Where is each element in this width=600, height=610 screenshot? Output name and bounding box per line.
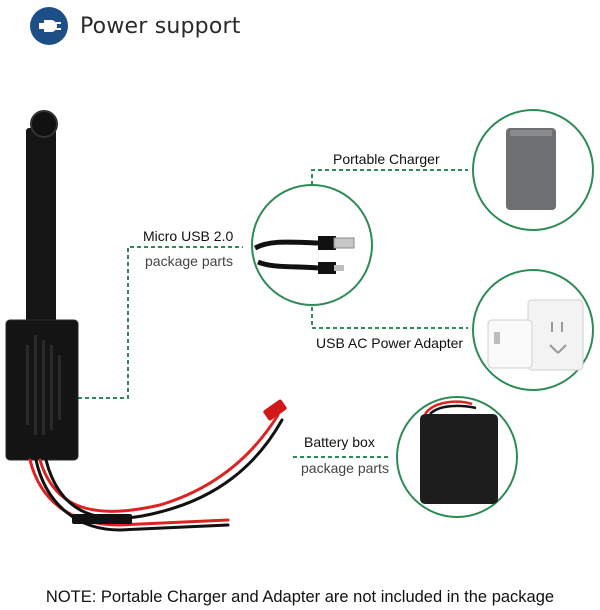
portable-charger-label: Portable Charger <box>333 151 440 167</box>
battery-box-circle <box>396 396 518 518</box>
battery-box-label: Battery box <box>304 434 375 450</box>
note-text: NOTE: Portable Charger and Adapter are n… <box>45 588 555 606</box>
battery-wires <box>28 399 287 532</box>
micro-usb-sub-label: package parts <box>145 253 233 269</box>
battery-sub-label: package parts <box>301 460 389 476</box>
usb-cable-circle <box>251 184 373 306</box>
plug-icon <box>30 7 68 45</box>
page-title: Power support <box>80 13 241 39</box>
usb-adapter-circle <box>472 269 594 391</box>
micro-usb-label: Micro USB 2.0 <box>143 228 234 244</box>
usb-adapter-label: USB AC Power Adapter <box>316 335 464 351</box>
portable-charger-circle <box>472 109 594 231</box>
header: Power support <box>30 6 241 46</box>
lens <box>30 110 58 138</box>
camera-board <box>5 110 79 461</box>
